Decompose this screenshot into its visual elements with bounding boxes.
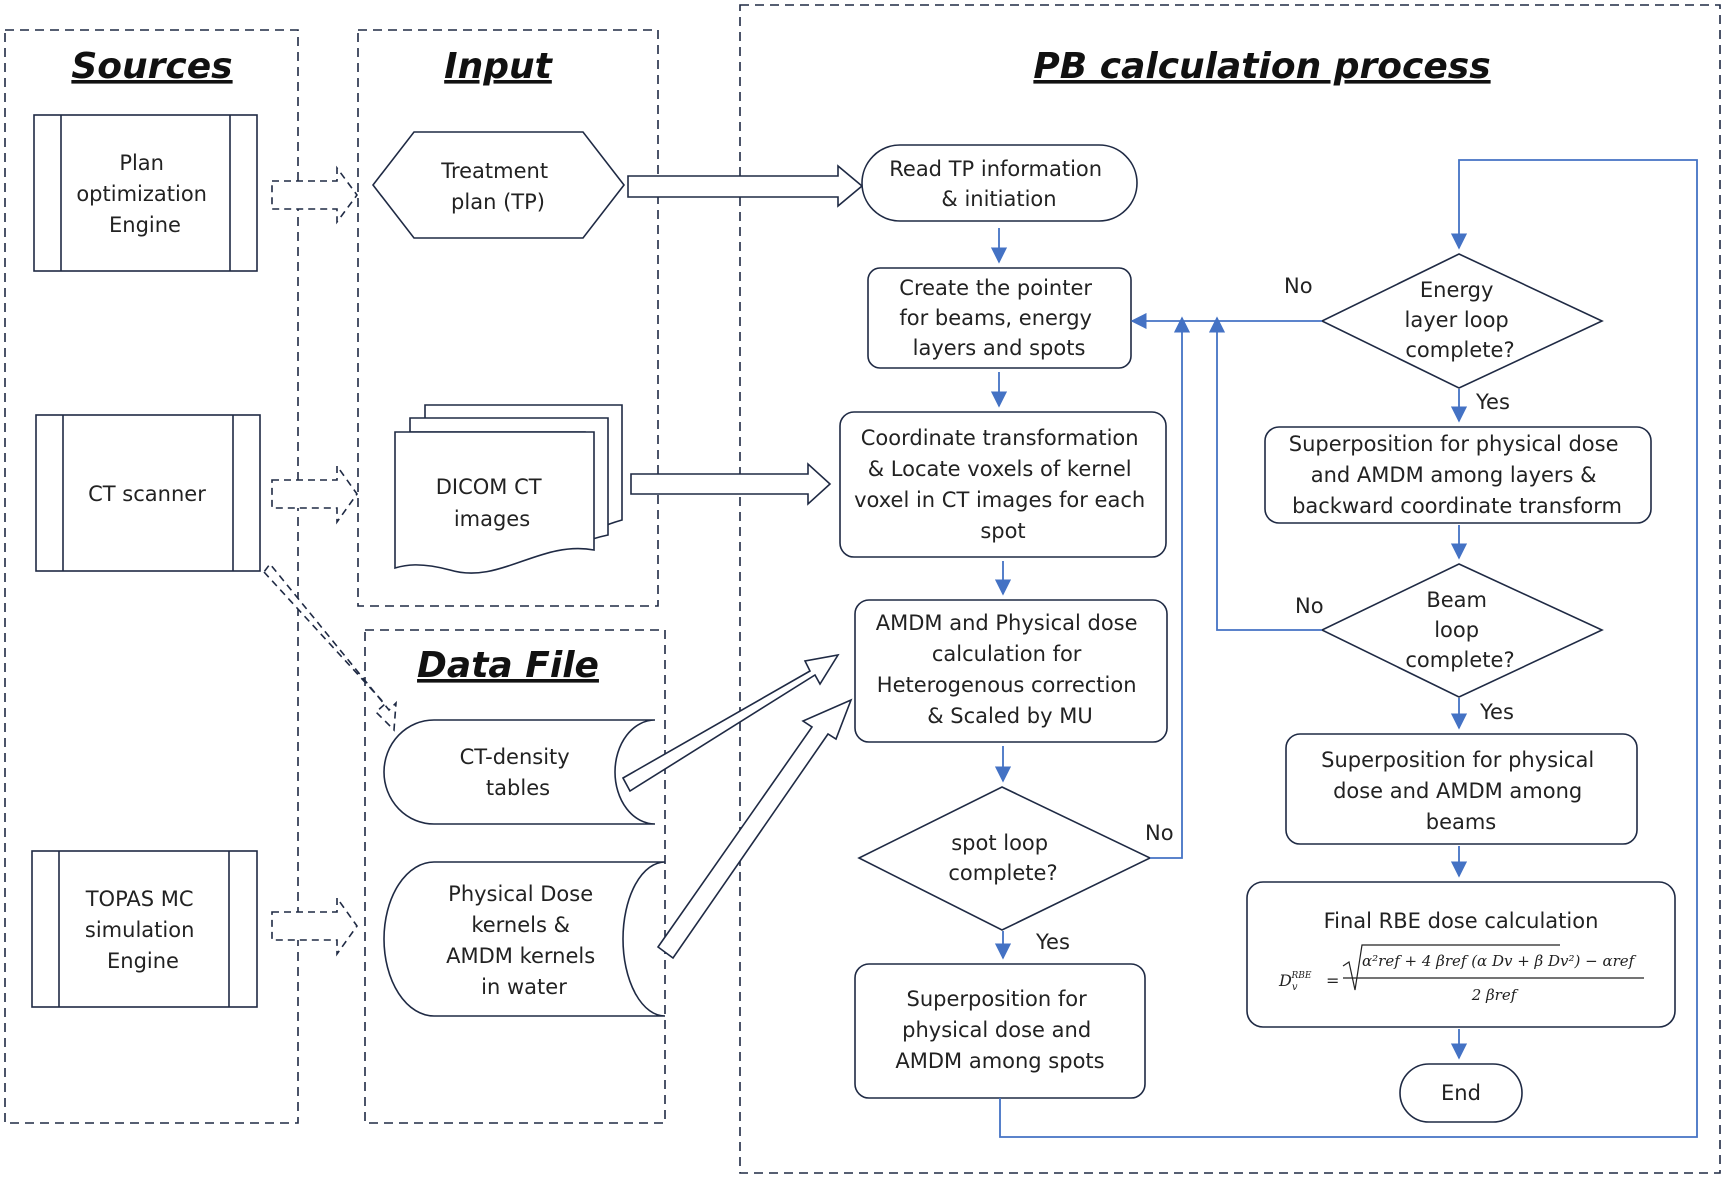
amdm-calculation-box: AMDM and Physical dose calculation for H…: [854, 599, 1168, 743]
svg-text:Read TP information & in: Read TP information & initiation: [889, 157, 1109, 211]
spot-no-label: No: [1145, 821, 1174, 845]
dicom-ct-images-document: DICOM CT images: [394, 404, 623, 574]
ct-density-tables-storage: CT-density tables: [383, 719, 656, 825]
energy-no-label: No: [1284, 274, 1313, 298]
block-arrow-kernels-to-amdm: [656, 698, 853, 960]
block-arrow-dicom-to-coord: [630, 462, 832, 506]
end-terminal: End: [1399, 1063, 1523, 1123]
sources-section: [4, 29, 299, 1124]
svg-text:TOPAS MC simulation: TOPAS MC simulation Engine: [85, 887, 201, 973]
beam-loop-decision: Beam loop complete?: [1320, 563, 1604, 698]
sources-title: Sources: [71, 46, 232, 87]
svg-text:Plan optimization: Plan optimization Engine: [76, 151, 213, 237]
svg-text:Superposition for physi: Superposition for physical dose and AMDM…: [895, 987, 1104, 1073]
spot-loop-decision: spot loop complete?: [857, 786, 1152, 931]
svg-text:Superposition for physical: Superposition for physical dose and AMDM…: [1321, 748, 1601, 834]
svg-text:Beam loop complete: Beam loop complete?: [1405, 588, 1514, 672]
data-file-title: Data File: [417, 645, 599, 686]
topas-engine-box: TOPAS MC simulation Engine: [31, 850, 258, 1008]
svg-text:Physical Dose kernels &: Physical Dose kernels & AMDM kernels in …: [446, 882, 602, 999]
superposition-spots-box: Superposition for physical dose and AMDM…: [854, 963, 1146, 1099]
rbe-formula: DvRBE = α²ref + 4 βref (α Dv + β Dv²) − …: [1278, 944, 1644, 1004]
input-section: [357, 29, 659, 607]
plan-optimization-engine-box: Plan optimization Engine: [33, 114, 258, 272]
dose-kernels-storage: Physical Dose kernels & AMDM kernels in …: [383, 861, 666, 1017]
spot-yes-label: Yes: [1035, 930, 1070, 954]
svg-text:CT-density tables: CT-density tables: [460, 745, 577, 800]
treatment-plan-hexagon: Treatment plan (TP): [371, 131, 626, 239]
block-arrow-tp-to-read: [627, 164, 864, 208]
dashed-arrow-ct-to-dicom: [271, 463, 358, 525]
svg-text:DICOM CT images: DICOM CT images: [436, 475, 549, 531]
svg-text:DvRBE: DvRBE: [1278, 971, 1312, 993]
beam-yes-label: Yes: [1479, 700, 1514, 724]
input-title: Input: [444, 46, 553, 87]
read-tp-terminal: Read TP information & initiation: [861, 144, 1138, 222]
flow-spots-loop-back: [999, 159, 1698, 1138]
process-title: PB calculation process: [1033, 46, 1490, 87]
coordinate-transformation-box: Coordinate transformation & Locate voxel…: [839, 411, 1167, 558]
dashed-arrow-plan-to-tp: [271, 165, 358, 225]
dashed-arrow-topas-to-kernels: [271, 895, 358, 957]
flow-beam-no: [1208, 316, 1322, 631]
process-section: [739, 4, 1721, 1174]
svg-text:=: =: [1326, 971, 1339, 990]
superposition-beams-box: Superposition for physical dose and AMDM…: [1285, 733, 1638, 845]
formula-numerator: α²ref + 4 βref (α Dv + β Dv²) − αref: [1362, 952, 1637, 970]
final-rbe-box: Final RBE dose calculation DvRBE = α²ref…: [1246, 881, 1676, 1028]
data-file-section: [364, 629, 666, 1124]
formula-denominator: 2 βref: [1471, 986, 1519, 1004]
final-rbe-title: Final RBE dose calculation: [1324, 909, 1599, 933]
ct-scanner-box: CT scanner: [35, 414, 261, 572]
superposition-layers-box: Superposition for physical dose and AMDM…: [1264, 426, 1652, 524]
svg-text:Treatment plan (TP): Treatment plan (TP): [440, 159, 555, 214]
energy-loop-decision: Energy layer loop complete?: [1320, 253, 1604, 389]
beam-no-label: No: [1295, 594, 1324, 618]
create-pointer-box: Create the pointer for beams, energy lay…: [867, 267, 1132, 369]
dashed-arrow-ct-to-density: [262, 562, 397, 732]
flow-spot-no: [1150, 316, 1191, 859]
svg-text:Energy layer loop: Energy layer loop complete?: [1405, 278, 1516, 362]
svg-text:Create the pointer for b: Create the pointer for beams, energy lay…: [899, 276, 1098, 360]
svg-text:spot loop complete?: spot loop complete?: [948, 831, 1057, 885]
svg-text:AMDM and Physical dose c: AMDM and Physical dose calculation for H…: [876, 611, 1144, 728]
svg-text:End: End: [1441, 1081, 1481, 1105]
svg-text:Coordinate transformation: Coordinate transformation & Locate voxel…: [854, 426, 1152, 543]
block-arrow-density-to-amdm: [621, 653, 840, 793]
svg-text:Superposition for physical do: Superposition for physical dose and AMDM…: [1289, 432, 1625, 518]
energy-yes-label: Yes: [1475, 390, 1510, 414]
svg-text:CT scanner: CT scanner: [88, 482, 206, 506]
